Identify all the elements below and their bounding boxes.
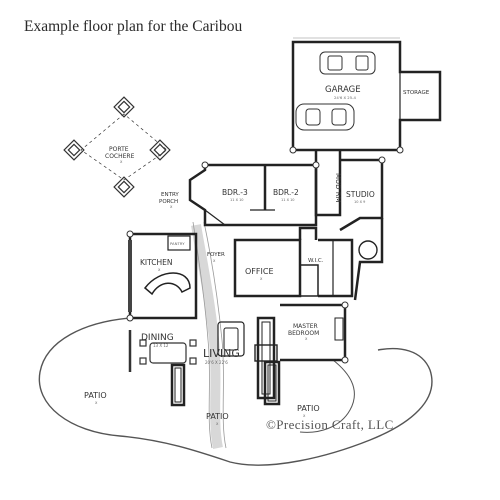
pantry-label: PANTRY (170, 241, 185, 246)
garage-dims: 24'6 X 25-4 (334, 95, 357, 100)
page-title: Example floor plan for the Caribou (24, 18, 243, 35)
dining-label: DINING (141, 333, 174, 343)
studio-label: STUDIO (346, 190, 375, 199)
living-label: LIVING (203, 347, 240, 360)
office-dims: X (260, 277, 263, 281)
dining-dims: 13 X 12 (153, 343, 169, 348)
entry-porch-label-2: PORCH (159, 199, 178, 205)
room-labels: GARAGE 24'6 X 25-4 STORAGE MUD RM PORTE … (84, 85, 430, 426)
office-label: OFFICE (245, 267, 274, 276)
bedroom-wing-walls (188, 163, 318, 227)
master-bedroom-label-2: BEDROOM (288, 330, 319, 337)
master-bedroom-label-1: MASTER (293, 323, 318, 330)
wic-walls (318, 238, 354, 298)
garage-label: GARAGE (325, 85, 361, 95)
garage-walls (291, 37, 442, 152)
bdr2-dims: 11 X 10 (281, 198, 295, 202)
patio-left-dims: X (95, 401, 98, 405)
living-area (170, 316, 281, 407)
dining-area (128, 330, 197, 372)
bdr2-label: BDR.-2 (273, 188, 299, 197)
master-bedroom-dims: X (305, 337, 308, 341)
porte-cochere-structure (63, 96, 171, 198)
bdr3-dims: 11 X 10 (230, 198, 244, 202)
porte-cochere-label-1: PORTE (109, 146, 129, 153)
patio-center-label: PATIO (206, 412, 229, 421)
foyer-label: FOYER (207, 252, 225, 258)
kitchen-dims: X (158, 268, 161, 272)
studio-dims: 10 X 9 (354, 200, 365, 204)
entry-porch-label-1: ENTRY (161, 192, 179, 198)
patio-center-dims: X (216, 422, 219, 426)
mudroom-label: MUD RM (334, 173, 342, 203)
studio-walls (339, 158, 384, 301)
entry-porch-dims: X (170, 205, 173, 209)
patio-outline (38, 317, 433, 466)
foyer-dims: X (213, 259, 216, 263)
cars (295, 51, 376, 131)
copyright-credit: ©Precision Craft, LLC (266, 417, 394, 432)
master-bedroom-walls (280, 303, 347, 362)
wic-label: W.I.C. (308, 258, 324, 264)
porte-cochere-label-2: COCHERE (105, 153, 135, 160)
kitchen-label: KITCHEN (140, 258, 173, 267)
walkway-stones (191, 221, 227, 450)
patio-right-dims: X (303, 414, 306, 418)
patio-right-label: PATIO (297, 404, 320, 413)
living-dims: 20'6 X 22'6 (205, 360, 228, 365)
storage-label: STORAGE (403, 90, 430, 96)
office-walls (233, 226, 319, 298)
porte-cochere-dims: X (120, 160, 123, 164)
kitchen-walls (128, 232, 198, 320)
bdr3-label: BDR.-3 (222, 188, 248, 197)
log-corners (126, 146, 404, 364)
patio-left-label: PATIO (84, 391, 107, 400)
